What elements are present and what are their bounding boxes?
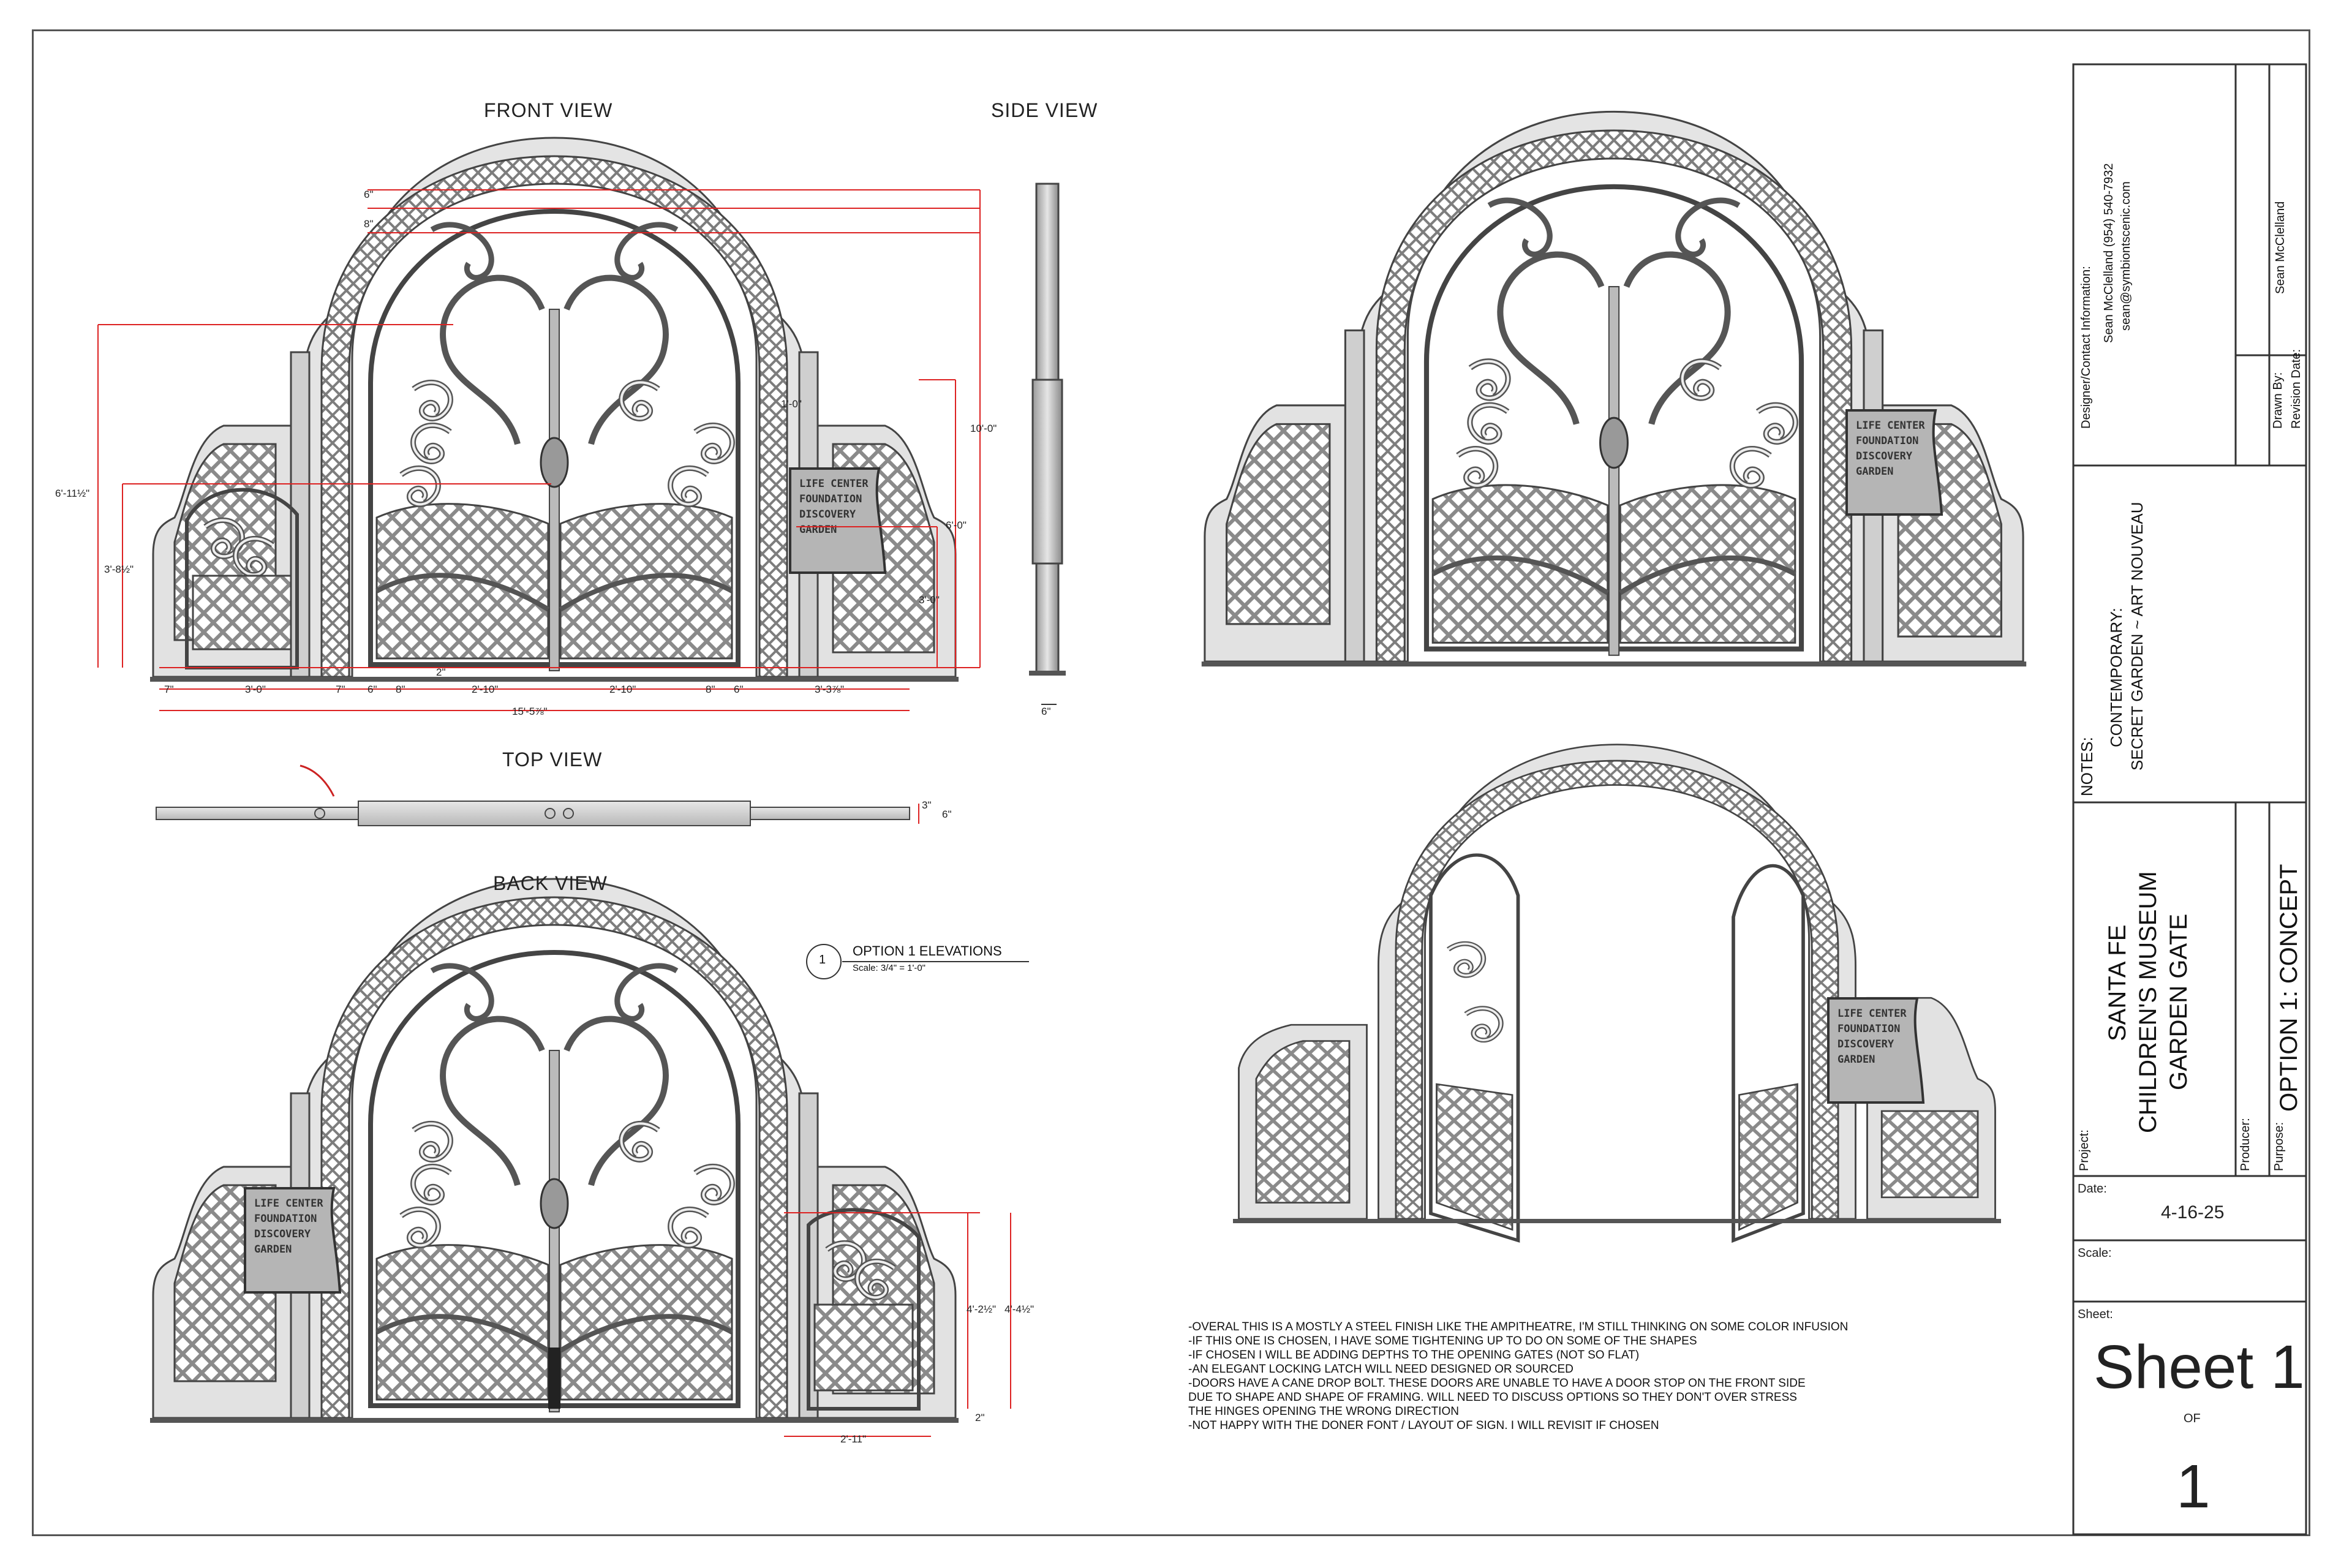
scale-label: Scale: — [2078, 1246, 2112, 1260]
dim-b5: 8" — [396, 684, 405, 695]
project-line-3: GARDEN GATE — [2165, 913, 2192, 1090]
date-label: Date: — [2078, 1182, 2107, 1196]
dim-b4: 6" — [368, 684, 377, 695]
revision-date-label: Revision Date: — [2290, 349, 2303, 429]
callout-title: OPTION 1 ELEVATIONS — [853, 943, 1002, 959]
dim-b10: 3'-3⅞" — [815, 684, 845, 695]
dim-b7: 2'-10" — [609, 684, 636, 695]
open-sign-line-3: DISCOVERY — [1838, 1038, 1894, 1050]
side-view-drawing — [1029, 183, 1066, 705]
persp-sign-line-4: GARDEN — [1856, 466, 1893, 478]
dim-top-6in-b: 6" — [942, 809, 952, 820]
dim-left-mid: 3'-8½" — [104, 564, 134, 575]
dim-b8: 8" — [706, 684, 715, 695]
contact-line-2: sean@symbiontscenic.com — [2119, 181, 2133, 331]
back-sign-line-4: GARDEN — [254, 1243, 292, 1256]
persp-sign-line-3: DISCOVERY — [1856, 450, 1913, 462]
note-line: -NOT HAPPY WITH THE DONER FONT / LAYOUT … — [1188, 1419, 1659, 1432]
note-line: DUE TO SHAPE AND SHAPE OF FRAMING. WILL … — [1188, 1391, 1797, 1404]
dim-back-h2: 4'-4½" — [1005, 1303, 1035, 1315]
sheet-of: OF — [2184, 1412, 2201, 1425]
dim-top-6in: 6" — [364, 189, 374, 200]
top-view-title: TOP VIEW — [502, 748, 603, 771]
notes-line-1: CONTEMPORARY: — [2107, 608, 2125, 747]
note-line: -AN ELEGANT LOCKING LATCH WILL NEED DESI… — [1188, 1363, 1574, 1376]
front-view-title: FRONT VIEW — [484, 99, 613, 121]
date-value: 4-16-25 — [2161, 1202, 2225, 1223]
dim-b9: 6" — [734, 684, 744, 695]
note-line: -IF CHOSEN I WILL BE ADDING DEPTHS TO TH… — [1188, 1349, 1640, 1362]
notes-line-2: SECRET GARDEN ~ ART NOUVEAU — [2128, 502, 2146, 771]
sheet-label: Sheet: — [2078, 1308, 2113, 1321]
sign-line-1: LIFE CENTER — [799, 478, 869, 490]
dim-arch-offset: 1'-0" — [781, 398, 802, 410]
dim-small: 2" — [436, 666, 446, 678]
front-view-drawing: LIFE CENTER FOUNDATION DISCOVERY GARDEN — [97, 138, 981, 711]
dim-top-8in: 8" — [364, 218, 374, 230]
dim-b2: 3'-0" — [245, 684, 266, 695]
open-sign-line-1: LIFE CENTER — [1838, 1008, 1907, 1020]
notes-label: NOTES: — [2078, 737, 2096, 796]
side-view-title: SIDE VIEW — [991, 99, 1098, 121]
note-line: -IF THIS ONE IS CHOSEN, I HAVE SOME TIGH… — [1188, 1335, 1697, 1348]
dim-side-depth: 6" — [1041, 706, 1051, 717]
perspective-closed-drawing: LIFE CENTER FOUNDATION DISCOVERY GARDEN — [1202, 111, 2026, 666]
project-line-1: SANTA FE — [2104, 924, 2131, 1041]
note-line: -OVERAL THIS IS A MOSTLY A STEEL FINISH … — [1188, 1321, 1849, 1333]
sheet-total: 1 — [2176, 1452, 2211, 1521]
drawn-by-value: Sean McClelland — [2274, 201, 2287, 294]
back-sign-line-1: LIFE CENTER — [254, 1197, 323, 1210]
drawn-by-label: Drawn By: — [2271, 372, 2285, 429]
purpose-value: OPTION 1: CONCEPT — [2275, 864, 2302, 1112]
persp-sign-line-2: FOUNDATION — [1856, 435, 1918, 447]
back-sign-line-2: FOUNDATION — [254, 1213, 317, 1225]
sign-line-3: DISCOVERY — [799, 508, 856, 521]
dim-b1: 7" — [164, 684, 174, 695]
sheet-title: Sheet 1 — [2094, 1333, 2305, 1401]
dim-back-w: 2'-11" — [840, 1433, 867, 1445]
back-view-drawing: LIFE CENTER FOUNDATION DISCOVERY GARDEN — [150, 879, 1011, 1437]
top-view-drawing — [156, 764, 919, 826]
contact-line-1: Sean McClelland (954) 540-7932 — [2102, 163, 2116, 343]
sign-line-4: GARDEN — [799, 524, 837, 536]
dim-top-3in: 3" — [922, 799, 932, 811]
title-block-frame — [2072, 63, 2307, 1536]
project-line-2: CHILDREN'S MUSEUM — [2135, 871, 2162, 1133]
dim-back-h1: 4'-2½" — [967, 1303, 997, 1315]
perspective-open-drawing: LIFE CENTER FOUNDATION DISCOVERY GARDEN — [1233, 744, 2001, 1243]
contact-label: Designer/Contact Information: — [2079, 266, 2093, 429]
dim-back-small: 2" — [975, 1412, 985, 1423]
callout-circle — [806, 944, 842, 979]
open-sign-line-2: FOUNDATION — [1838, 1023, 1900, 1035]
callout-scale: Scale: 3/4" = 1'-0" — [853, 963, 925, 973]
back-view-title: BACK VIEW — [493, 872, 608, 894]
sheet-border — [32, 29, 2310, 1536]
design-notes: -OVERAL THIS IS A MOSTLY A STEEL FINISH … — [1188, 1320, 1848, 1433]
note-line: THE HINGES OPENING THE WRONG DIRECTION — [1188, 1405, 1459, 1418]
open-sign-line-4: GARDEN — [1838, 1054, 1875, 1066]
persp-sign-line-1: LIFE CENTER — [1856, 420, 1925, 432]
producer-label: Producer: — [2239, 1118, 2252, 1171]
dim-overall: 15'-5⅞" — [512, 706, 548, 717]
purpose-label: Purpose: — [2272, 1121, 2286, 1171]
sign-line-2: FOUNDATION — [799, 493, 862, 505]
dim-left-tall: 6'-11½" — [55, 488, 90, 499]
dim-b3: 7" — [336, 684, 345, 695]
project-label: Project: — [2078, 1129, 2091, 1171]
dim-right-mid: 6'-0" — [946, 519, 967, 531]
dim-right-low: 3'-0" — [919, 594, 940, 606]
dim-b6: 2'-10" — [472, 684, 499, 695]
back-sign-line-3: DISCOVERY — [254, 1228, 311, 1240]
callout-number: 1 — [819, 953, 826, 967]
note-line: -DOORS HAVE A CANE DROP BOLT. THESE DOOR… — [1188, 1377, 1806, 1390]
dim-right-tall: 10'-0" — [970, 423, 997, 434]
